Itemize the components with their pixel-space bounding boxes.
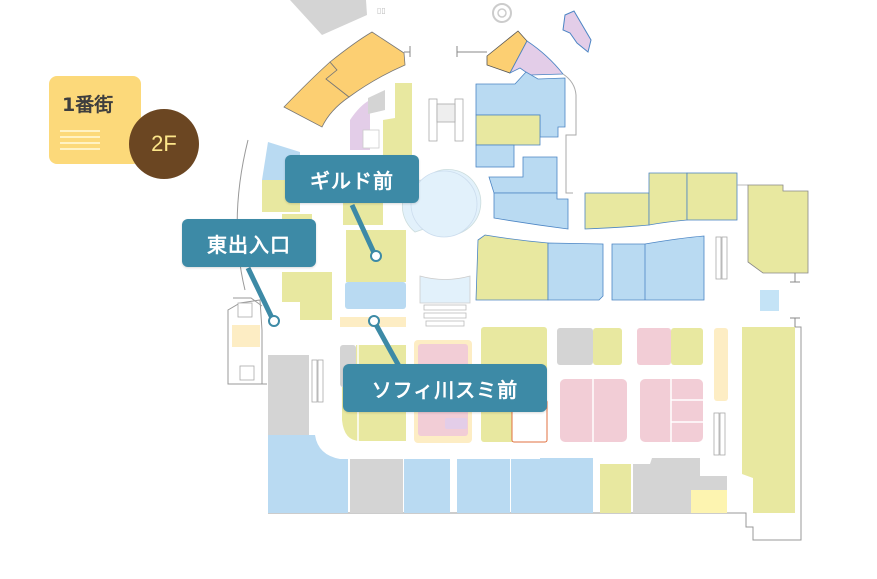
area-name: 1番街 [62,94,114,116]
callout-east-exit-label: 東出入口 [207,232,291,257]
shop-gray-bottom-1[interactable] [350,459,403,513]
shop-blue-4[interactable] [493,192,569,230]
shop-yellow-lower-3[interactable] [593,328,622,365]
shop-gray-top[interactable] [290,0,367,35]
restroom-icon: ▯▯ [377,6,386,15]
shop-blue-mid-2[interactable] [611,235,705,301]
shop-blue-bottom-3[interactable] [457,459,510,513]
shop-orange-left-2[interactable] [325,31,406,98]
shop-purple-right[interactable] [509,40,564,76]
shop-yellow-right-3[interactable] [686,172,738,221]
shop-yellow-far-right[interactable] [747,184,809,274]
shop-blue-mid-1[interactable] [547,242,604,301]
shop-yellow-left-3[interactable] [282,272,332,320]
shop-yellow-right-1[interactable] [584,192,650,230]
shop-yellow-right-tall[interactable] [742,327,795,513]
stairs-icon-left [239,365,255,381]
fountain-icon [492,3,512,23]
shop-gray-small[interactable] [368,90,385,114]
shop-yellow-mid-1[interactable] [475,234,549,301]
shop-purple-lower[interactable] [445,418,467,429]
shop-pink-lower-2[interactable] [637,328,671,365]
shop-blue-bottom-5[interactable] [540,458,593,513]
shop-blue-center[interactable] [345,282,406,309]
shop-blue-bottom-1[interactable] [268,435,348,513]
stairs-icon-top-left [237,302,253,318]
callout-guild-label: ギルド前 [310,168,394,193]
shop-purple-island[interactable] [562,10,592,53]
shop-yellow-center-1[interactable] [343,200,383,225]
shop-yellow-right-2[interactable] [648,172,688,226]
shop-blue-kiosk[interactable] [760,290,779,311]
shop-lightyellow-bottom[interactable] [691,490,727,513]
floor-indicator: 2F [129,109,199,179]
area-lines-decoration [60,130,100,154]
escalator-icon-right [715,236,722,280]
shop-blue-2[interactable] [475,144,515,168]
shop-gray-lower-2[interactable] [557,328,593,365]
shop-blue-bottom-2[interactable] [404,459,450,513]
shop-cream-left[interactable] [232,325,260,347]
shop-cream-vertical[interactable] [714,328,728,401]
building-outline-left [227,299,267,385]
stage [419,275,471,304]
escalator-icon-left [311,359,318,403]
callout-guild[interactable]: ギルド前 [285,155,419,203]
escalator-icon-lower [713,412,720,456]
pin-guild[interactable] [370,250,382,262]
callout-east-exit[interactable]: 東出入口 [182,219,316,267]
area-tile: 1番街 [49,76,141,164]
callout-sofi-kawasumi-label: ソフィ川スミ前 [371,377,519,402]
shop-gray-left[interactable] [268,355,309,435]
pin-sofi-kawasumi[interactable] [368,315,380,327]
shop-yellow-lower-4[interactable] [671,328,703,365]
shop-yellow-bottom[interactable] [600,464,631,513]
area-floor-badge: 1番街 2F [49,76,199,180]
callout-sofi-kawasumi[interactable]: ソフィ川スミ前 [343,364,547,412]
stairs-icon [362,129,380,149]
shop-gray-bottom-2[interactable] [633,458,727,513]
floor-label: 2F [151,131,177,156]
pin-east-exit[interactable] [268,315,280,327]
escalator-icon [428,98,438,142]
shop-yellow-1[interactable] [475,114,541,146]
